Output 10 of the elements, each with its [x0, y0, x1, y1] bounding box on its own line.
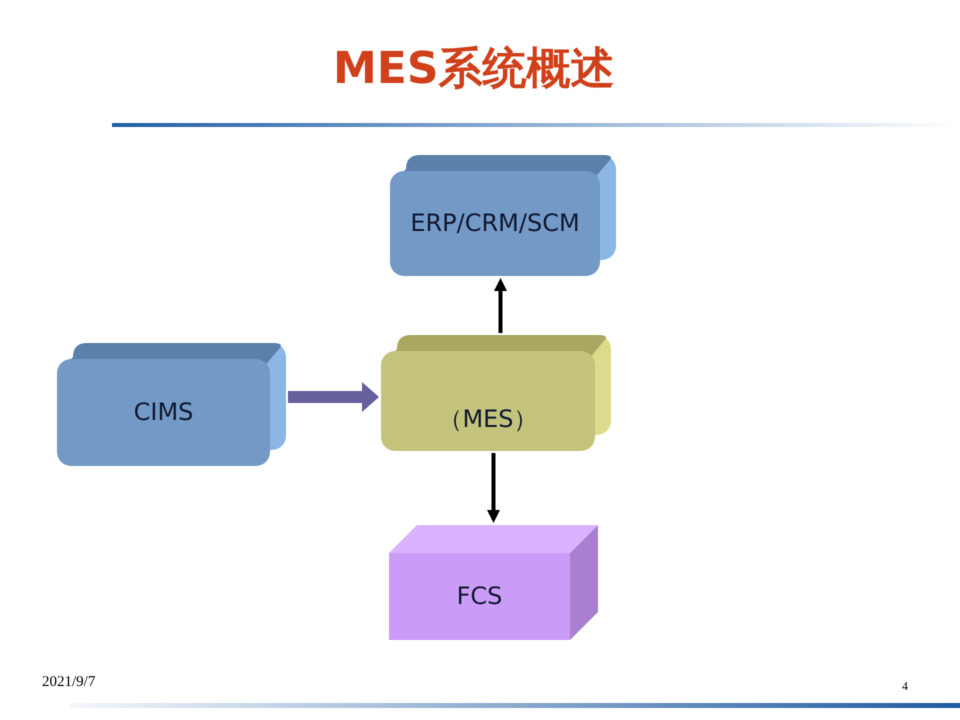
block-label: FCS: [456, 582, 502, 611]
arrow: [487, 453, 500, 523]
arrow: [494, 278, 507, 333]
block-label: CIMS: [134, 398, 194, 427]
page-number: 4: [902, 679, 908, 694]
block-label: ERP/CRM/SCM: [410, 209, 580, 238]
slide-title: MES系统概述: [333, 44, 615, 95]
block-arrow: [288, 382, 379, 412]
block-label: （MES）: [438, 404, 538, 434]
date-text: 2021/9/7: [42, 673, 96, 691]
